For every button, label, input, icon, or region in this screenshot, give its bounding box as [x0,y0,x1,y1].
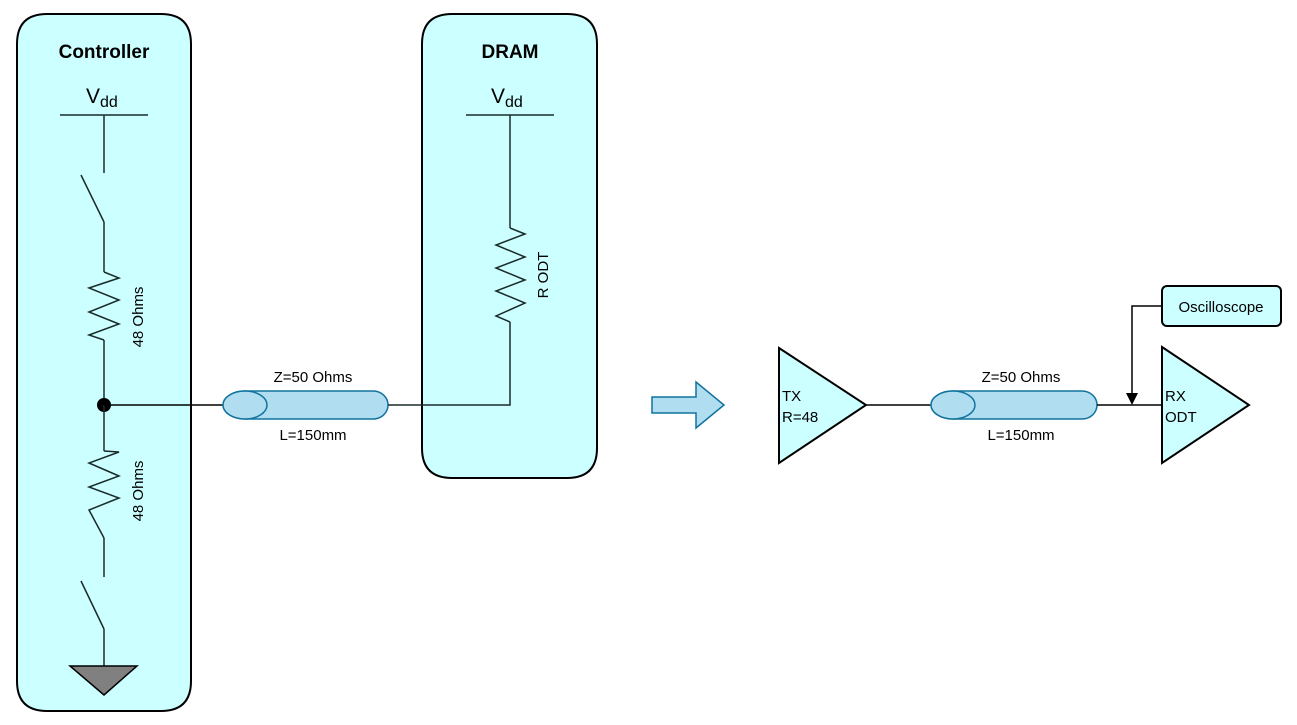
dram-title: DRAM [482,42,539,63]
tx-resistance-label: R=48 [782,409,818,426]
dram-box [421,13,598,479]
rx-receiver[interactable]: RX ODT [1161,345,1251,465]
odt-resistor-label: R ODT [535,252,552,299]
pull-up-switch[interactable] [80,174,105,223]
right-tline-impedance-label: Z=50 Ohms [982,369,1061,386]
dram-vdd-label: Vdd [491,85,523,111]
controller-block[interactable]: Controller Vdd 48 Ohms 48 Ohms [16,13,192,712]
ground-icon [67,665,139,696]
odt-resistor-icon [493,227,528,323]
tx-label: TX [782,388,801,405]
oscilloscope[interactable]: Oscilloscope [1161,285,1282,327]
right-arrow-icon [651,380,726,430]
left-tline-length-label: L=150mm [279,427,346,444]
pull-up-resistor-label: 48 Ohms [130,287,147,348]
probe-arrowhead-icon [1126,393,1138,405]
controller-vdd-label: Vdd [86,85,118,111]
pull-up-resistor-icon [86,271,122,341]
right-tline-length-label: L=150mm [987,427,1054,444]
right-transmission-line[interactable]: Z=50 Ohms L=150mm [930,369,1098,444]
tx-triangle-icon [778,346,868,465]
controller-title: Controller [59,42,150,63]
rx-triangle-icon [1161,345,1251,465]
tx-driver[interactable]: TX R=48 [778,346,868,465]
left-tline-impedance-label: Z=50 Ohms [274,369,353,386]
pull-down-switch[interactable] [80,580,105,630]
pull-down-resistor-icon [86,450,122,539]
probe-wire [1131,305,1162,398]
pull-down-resistor-label: 48 Ohms [130,461,147,522]
left-transmission-line[interactable]: Z=50 Ohms L=150mm [222,369,389,444]
rx-label: RX [1165,388,1186,405]
rx-odt-label: ODT [1165,409,1197,426]
wire [388,322,511,406]
dram-block[interactable]: DRAM Vdd R ODT [388,13,598,479]
left-tline-end-icon [222,390,268,420]
right-tline-end-icon [930,390,976,420]
oscilloscope-label: Oscilloscope [1178,299,1263,316]
